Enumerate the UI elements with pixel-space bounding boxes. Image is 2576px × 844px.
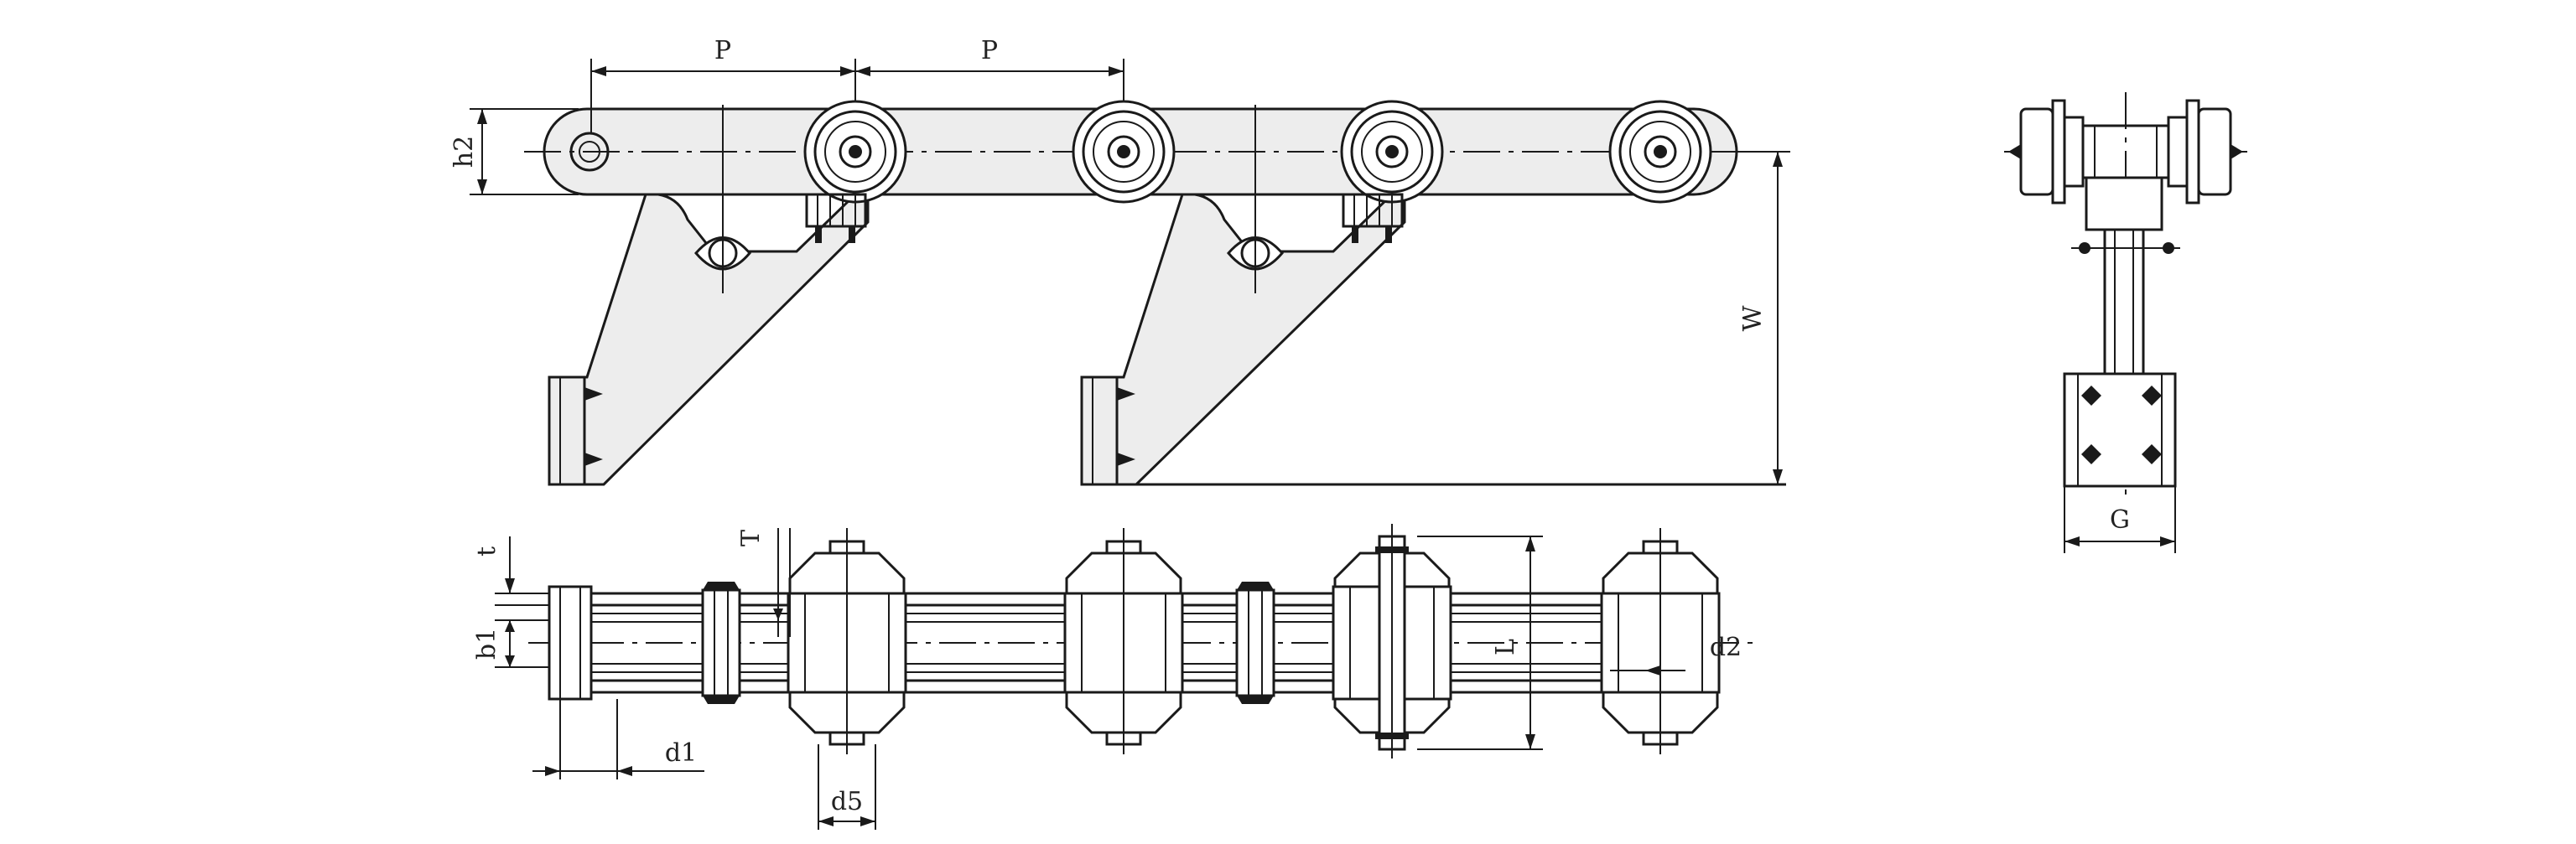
top-wheel-3 bbox=[1332, 524, 1452, 759]
top-wheel-2 bbox=[1063, 528, 1184, 754]
g-label: G bbox=[2110, 505, 2130, 535]
fastener-2 bbox=[1342, 193, 1404, 243]
T-label: T bbox=[736, 530, 766, 546]
side-view: G bbox=[2004, 92, 2247, 553]
foot-plate-2 bbox=[1080, 375, 1119, 486]
roller-4 bbox=[1608, 100, 1712, 204]
pitch-label-2: P bbox=[981, 36, 998, 65]
top-wheel-4 bbox=[1600, 528, 1721, 754]
t-label: t bbox=[472, 546, 501, 557]
L-label: L bbox=[1491, 639, 1520, 655]
arm-hole-1 bbox=[694, 105, 751, 293]
top-wheel-1 bbox=[787, 528, 907, 754]
roller-1 bbox=[803, 100, 907, 204]
top-pin-1 bbox=[701, 582, 741, 704]
h2-label: h2 bbox=[449, 136, 479, 168]
b1-label: b1 bbox=[472, 628, 501, 660]
arm-hole-2 bbox=[1227, 105, 1284, 293]
w-label: W bbox=[1738, 305, 1768, 331]
end-hole bbox=[569, 132, 610, 172]
d2-label: d2 bbox=[1710, 633, 1742, 662]
d1-label: d1 bbox=[665, 738, 697, 768]
front-view: P P h2 W bbox=[449, 36, 1790, 486]
fastener-1 bbox=[805, 193, 867, 243]
roller-2 bbox=[1072, 100, 1176, 204]
d5-label: d5 bbox=[831, 787, 863, 816]
top-pin-2 bbox=[1235, 582, 1275, 704]
top-view: t b1 T L d2 d1 bbox=[472, 524, 1753, 830]
foot-plate-1 bbox=[548, 375, 586, 486]
pitch-label-1: P bbox=[714, 36, 731, 65]
roller-3 bbox=[1340, 100, 1444, 204]
